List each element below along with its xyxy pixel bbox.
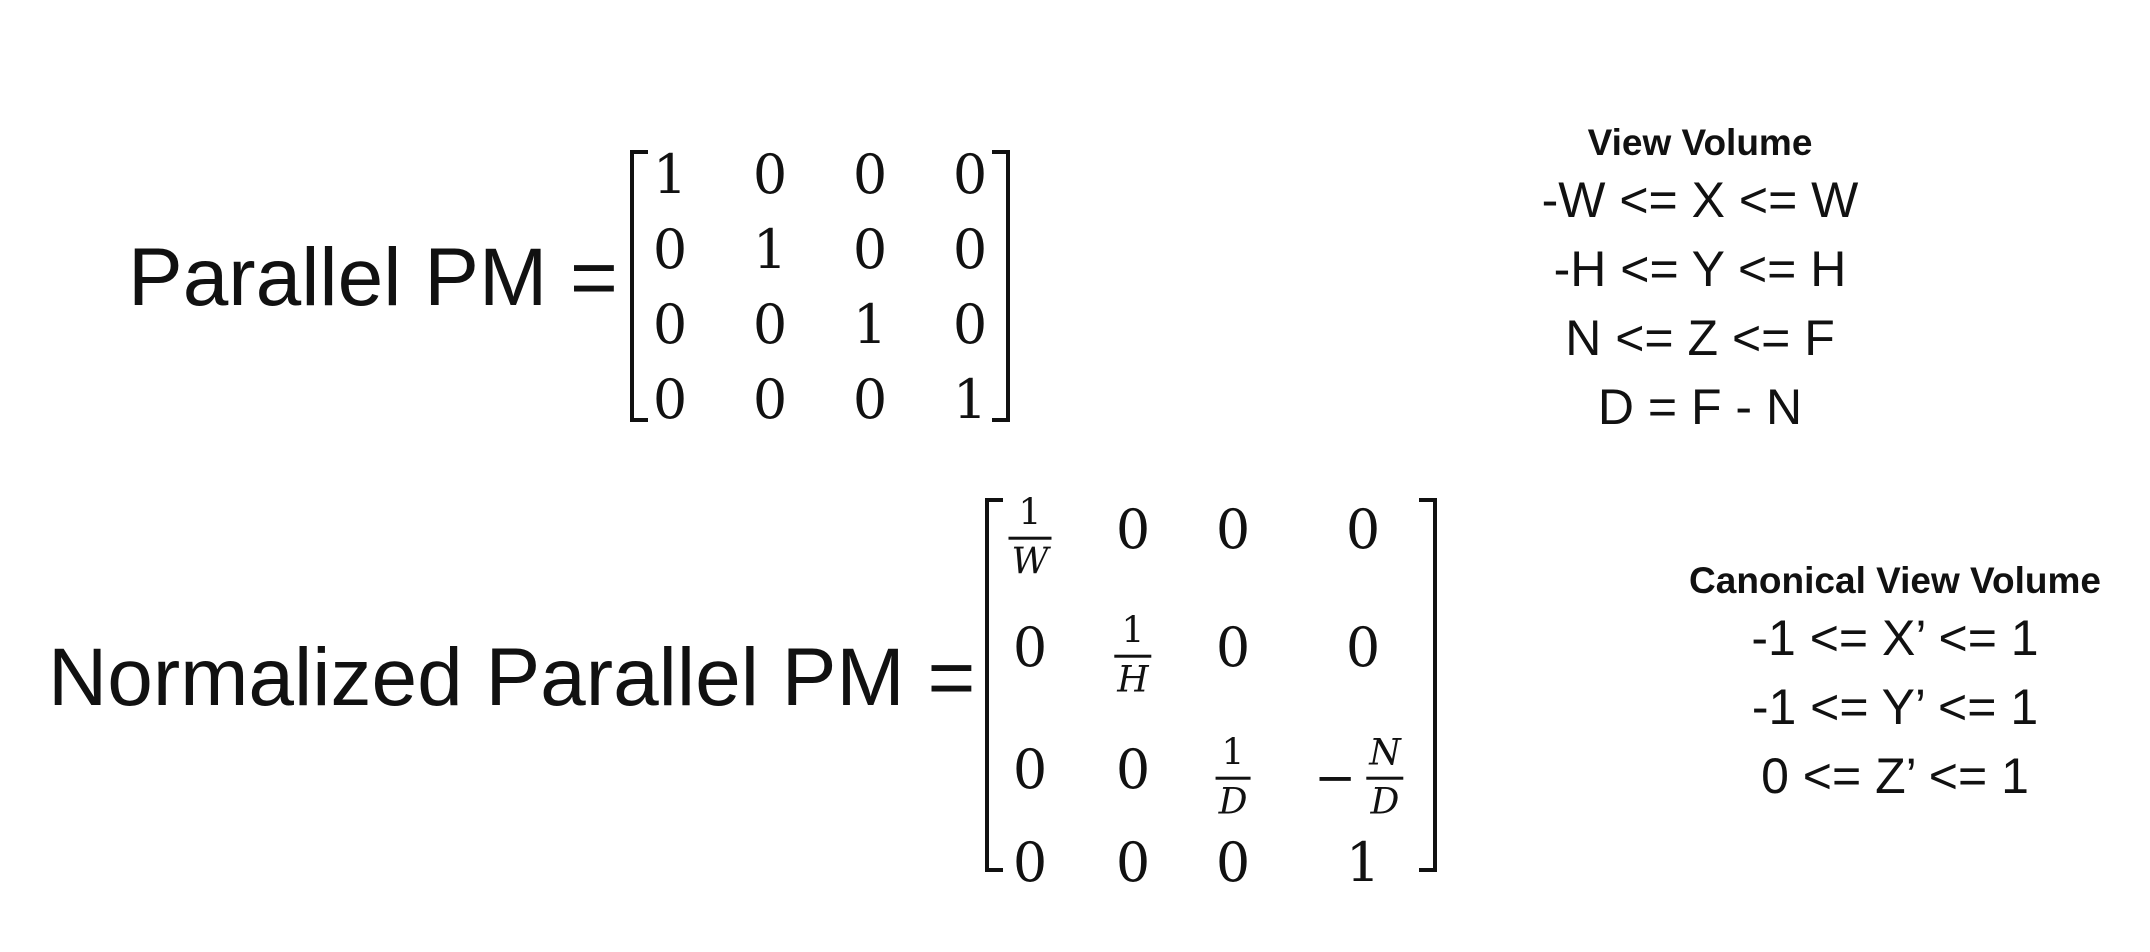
normalized-cell-r3c3: 1 (1345, 831, 1381, 894)
parallel-cell-r3c1: 0 (752, 368, 788, 431)
fraction-numerator: 1 (1018, 492, 1042, 534)
canonical-view-volume-line: 0 <= Z’ <= 1 (1761, 748, 2029, 804)
fraction-bar (1114, 654, 1152, 658)
parallel-cell-r0c3: 0 (952, 143, 988, 206)
parallel-cell-r3c3: 1 (952, 368, 988, 431)
parallel-cell-r0c0: 1 (652, 143, 688, 206)
parallel-cell-r2c0: 0 (652, 293, 688, 356)
parallel-cell-r3c0: 0 (652, 368, 688, 431)
normalized-cell-r1c2: 0 (1215, 616, 1251, 679)
fraction-denominator: D (1218, 781, 1248, 823)
parallel-cell-r2c3: 0 (952, 293, 988, 356)
normalized-parallel-pm-label: Normalized Parallel PM = (48, 632, 976, 723)
matrix-left-bracket (630, 150, 648, 422)
fraction-bar (1008, 536, 1052, 540)
normalized-parallel-pm-matrix: 1 W 0 0 0 0 1 H 0 0 0 0 1 D − N D 0 0 (985, 492, 1437, 890)
parallel-cell-r0c2: 0 (852, 143, 888, 206)
parallel-cell-r1c0: 0 (652, 218, 688, 281)
view-volume-line: N <= Z <= F (1565, 310, 1835, 366)
matrix-left-bracket (985, 498, 1003, 872)
canonical-view-volume-line: -1 <= X’ <= 1 (1751, 610, 2039, 666)
fraction-minus-n-over-d: − N D (1314, 732, 1404, 823)
fraction-numerator: N (1369, 732, 1401, 774)
parallel-cell-r1c2: 0 (852, 218, 888, 281)
fraction-bar (1215, 776, 1251, 780)
view-volume-line: -H <= Y <= H (1553, 241, 1847, 297)
fraction-numerator: 1 (1121, 610, 1145, 652)
fraction-denominator: W (1011, 541, 1049, 583)
fraction-one-over-w: 1 W (1008, 492, 1052, 583)
normalized-cell-r0c1: 0 (1115, 498, 1151, 561)
fraction-numerator: 1 (1221, 732, 1245, 774)
parallel-cell-r2c1: 0 (752, 293, 788, 356)
parallel-cell-r1c1: 1 (752, 218, 788, 281)
canonical-view-volume-line: -1 <= Y’ <= 1 (1751, 679, 2039, 735)
normalized-cell-r3c2: 0 (1215, 831, 1251, 894)
fraction-one-over-h: 1 H (1114, 610, 1152, 701)
normalized-cell-r3c1: 0 (1115, 831, 1151, 894)
view-volume-title: View Volume (1587, 122, 1813, 163)
parallel-pm-matrix: 1 0 0 0 0 1 0 0 0 0 1 0 0 0 0 1 (630, 143, 1010, 427)
canonical-view-volume-block: Canonical View Volume -1 <= X’ <= 1 -1 <… (1660, 562, 2130, 820)
view-volume-block: View Volume -W <= X <= W -H <= Y <= H N … (1500, 124, 1900, 451)
normalized-cell-r1c3: 0 (1345, 616, 1381, 679)
parallel-cell-r1c3: 0 (952, 218, 988, 281)
normalized-cell-r0c3: 0 (1345, 498, 1381, 561)
matrix-right-bracket (1419, 498, 1437, 872)
canonical-view-volume-title: Canonical View Volume (1689, 560, 2101, 601)
parallel-cell-r3c2: 0 (852, 368, 888, 431)
view-volume-line: -W <= X <= W (1541, 172, 1859, 228)
parallel-cell-r2c2: 1 (852, 293, 888, 356)
parallel-cell-r0c1: 0 (752, 143, 788, 206)
fraction-bar (1366, 776, 1404, 780)
fraction-denominator: H (1117, 659, 1149, 701)
parallel-pm-label: Parallel PM = (128, 232, 618, 323)
matrix-right-bracket (992, 150, 1010, 422)
minus-sign: − (1314, 749, 1357, 807)
normalized-cell-r1c0: 0 (1012, 616, 1048, 679)
normalized-cell-r3c0: 0 (1012, 831, 1048, 894)
normalized-cell-r2c0: 0 (1012, 738, 1048, 801)
normalized-cell-r2c1: 0 (1115, 738, 1151, 801)
normalized-cell-r0c2: 0 (1215, 498, 1251, 561)
fraction-one-over-d: 1 D (1215, 732, 1251, 823)
fraction-denominator: D (1370, 781, 1400, 823)
view-volume-line: D = F - N (1597, 379, 1803, 435)
